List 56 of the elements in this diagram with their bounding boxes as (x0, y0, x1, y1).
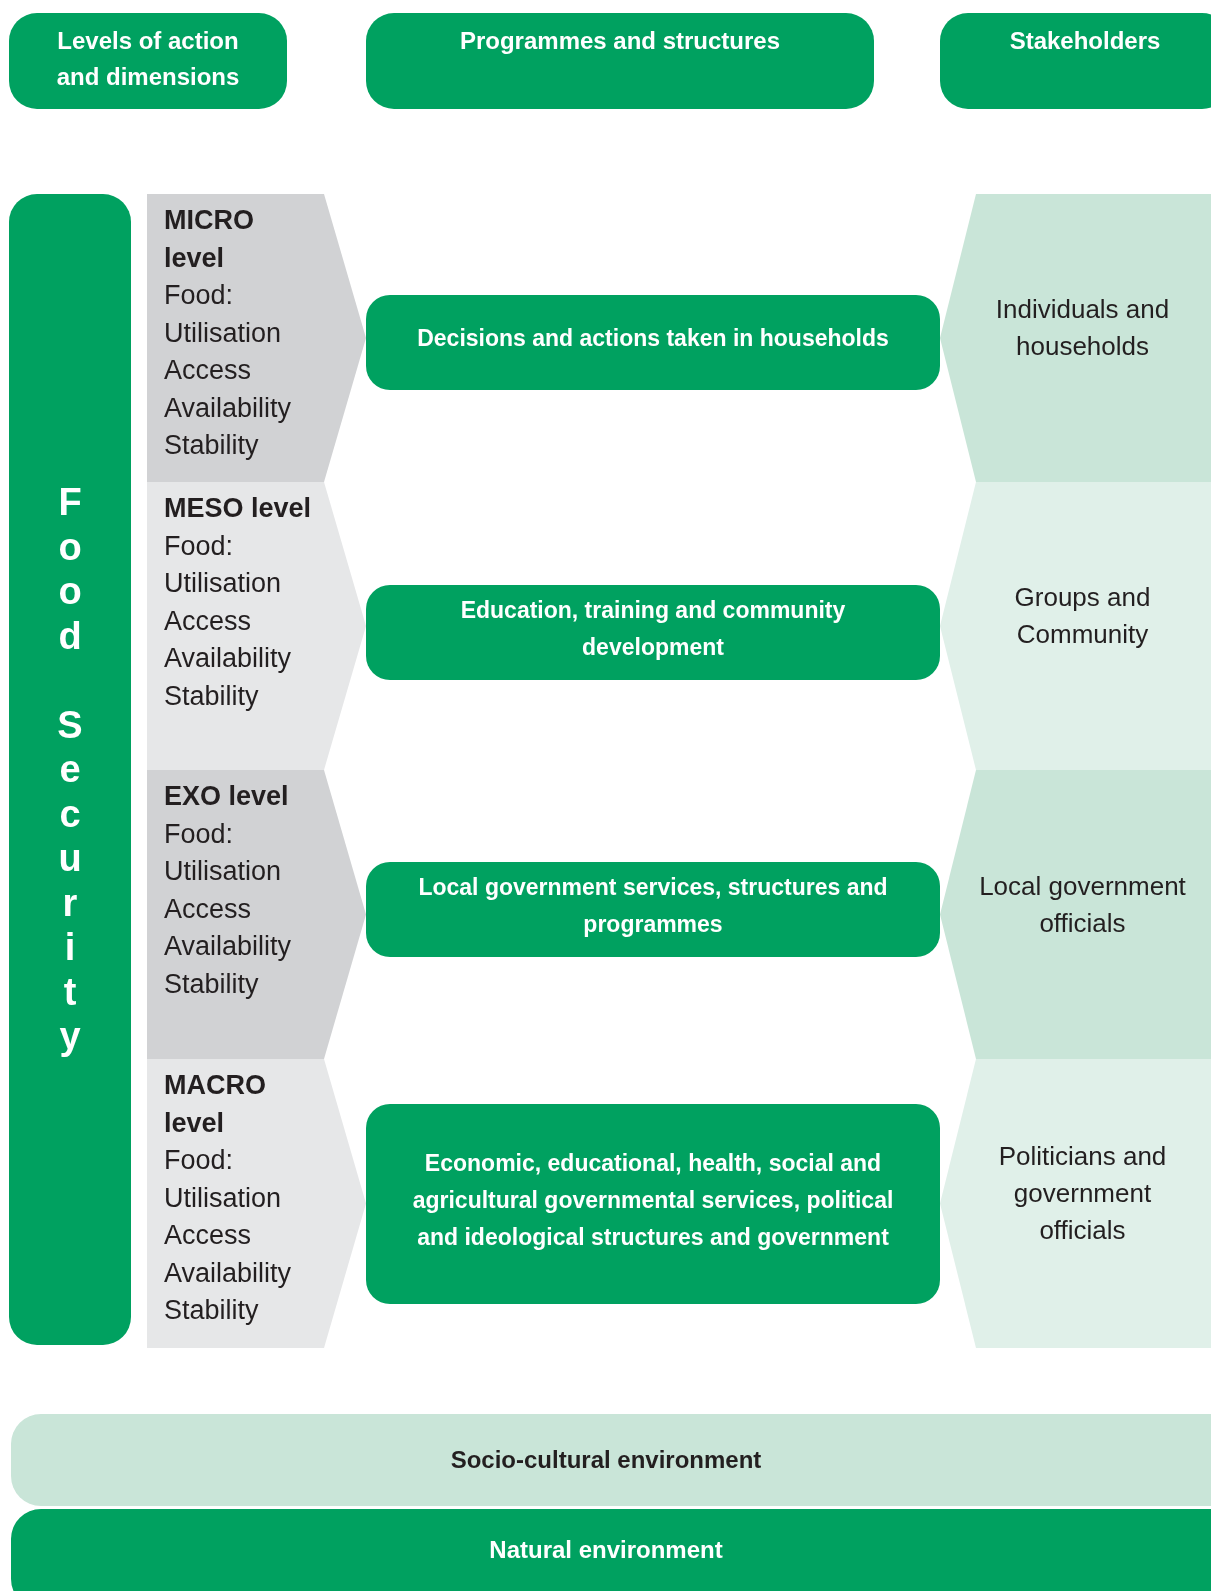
dimension-text: Stability (164, 967, 260, 1001)
dimension-text: Utilisation (164, 1181, 283, 1215)
dimension-text: Availability (164, 930, 293, 963)
programme-box (366, 1104, 940, 1304)
dimension-text: Utilisation (164, 316, 283, 350)
dimension-text: Utilisation (164, 567, 283, 600)
header-text: Levels of action and dimensions (55, 26, 241, 92)
header-box (9, 13, 287, 109)
stakeholder-panel (940, 1059, 1211, 1348)
stakeholder-text: Individuals and households (994, 293, 1171, 363)
dimension-text: Food: (164, 279, 235, 312)
level-heading: EXO level (164, 780, 290, 813)
stakeholder-panel (940, 770, 1211, 1059)
dimension-text: Access (164, 892, 253, 926)
dimension-text: Food: (164, 1144, 235, 1177)
environment-text: Socio-cultural environment (450, 1445, 762, 1475)
environment-band (11, 1509, 1211, 1591)
dimension-text: Availability (164, 642, 293, 675)
header-text: Stakeholders (1009, 26, 1161, 56)
stakeholder-panel (940, 482, 1211, 770)
level-heading: MESO level (164, 492, 313, 525)
header-box (366, 13, 874, 109)
level-heading: MICRO level (164, 204, 255, 275)
dimension-text: Availability (164, 1256, 293, 1290)
level-panel (147, 770, 366, 1059)
vertical-title: Food Security (56, 480, 84, 1059)
stakeholder-text: Politicians and government officials (997, 1140, 1168, 1247)
dimension-text: Access (164, 1219, 253, 1252)
dimension-text: Food: (164, 529, 235, 563)
programme-text: Local government services, structures and programmes (417, 872, 889, 939)
programme-text: Economic, educational, health, social and agricultural governmental services, political and ideological structures and government (411, 1148, 895, 1252)
dimension-text: Food: (164, 817, 235, 851)
programme-box (366, 585, 940, 680)
dimension-text: Stability (164, 429, 260, 462)
level-panel (147, 1059, 366, 1348)
stakeholder-panel (940, 194, 1211, 482)
dimension-text: Availability (164, 391, 293, 425)
level-panel (147, 194, 366, 482)
environment-band (11, 1414, 1211, 1506)
programme-box (366, 862, 940, 957)
stakeholder-text: Groups and Community (1013, 581, 1152, 651)
vertical-band (9, 194, 131, 1345)
dimension-text: Stability (164, 1294, 260, 1327)
environment-text: Natural environment (489, 1535, 723, 1565)
dimension-text: Utilisation (164, 855, 283, 888)
programme-text: Decisions and actions taken in households (417, 324, 889, 353)
programme-text: Education, training and community development (459, 595, 847, 662)
stakeholder-text: Local government officials (978, 869, 1187, 940)
dimension-text: Access (164, 354, 253, 387)
programme-box (366, 295, 940, 390)
header-box (940, 13, 1211, 109)
level-panel (147, 482, 366, 770)
dimension-text: Access (164, 604, 253, 638)
header-text: Programmes and structures (459, 26, 781, 56)
level-heading: MACRO level (164, 1069, 267, 1140)
dimension-text: Stability (164, 679, 260, 713)
